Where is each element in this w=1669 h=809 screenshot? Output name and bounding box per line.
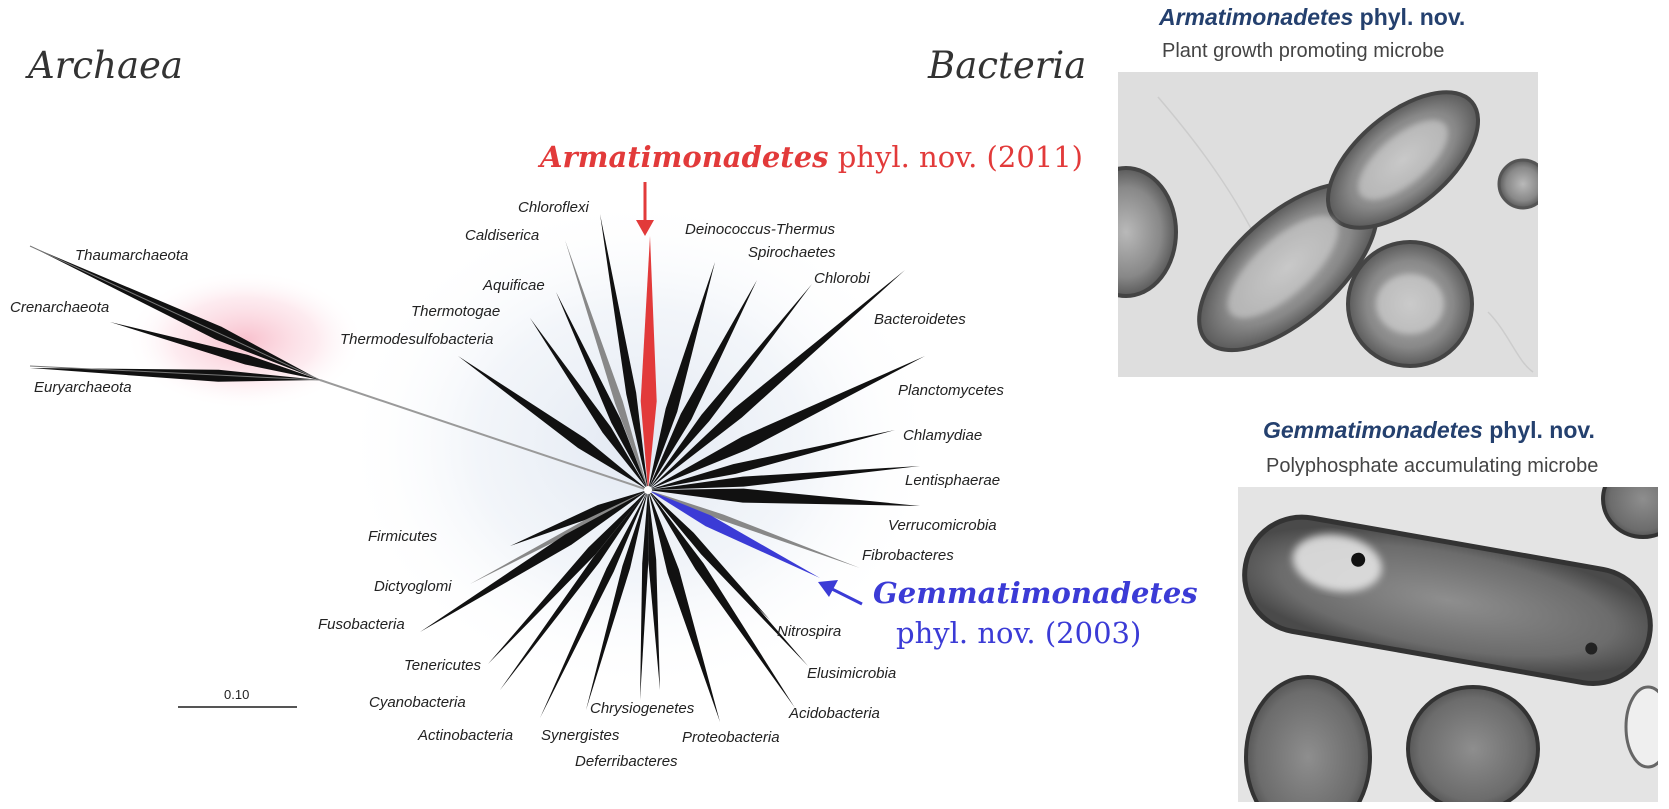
gemmatimonadetes-micrograph bbox=[1238, 487, 1658, 802]
branch-firmicutes bbox=[510, 490, 648, 546]
branch-thermotogae bbox=[530, 318, 648, 490]
phylum-dictyoglomi: Dictyoglomi bbox=[374, 578, 452, 595]
branch-nitrospira bbox=[648, 490, 770, 620]
phylum-planctomycetes: Planctomycetes bbox=[898, 382, 1004, 399]
branch-dictyoglomi bbox=[470, 490, 648, 584]
phylum-euryarchaeota: Euryarchaeota bbox=[34, 379, 132, 396]
dividing-cell bbox=[1197, 90, 1481, 353]
phylum-thaumarchaeota: Thaumarchaeota bbox=[75, 247, 188, 264]
branch-tenericutes bbox=[488, 490, 648, 664]
lower-cell-middle bbox=[1406, 685, 1540, 802]
branch-lentisphaerae bbox=[648, 466, 920, 490]
branch-thermodesulfobacteria bbox=[458, 356, 648, 490]
armatimonadetes-suffix: phyl. nov. (2011) bbox=[837, 140, 1083, 174]
phylum-caldiserica: Caldiserica bbox=[465, 227, 539, 244]
tree-root bbox=[644, 486, 652, 494]
branch-chrysiogenetes bbox=[640, 490, 649, 700]
branch-spirochaetes bbox=[648, 280, 757, 490]
armatimonadetes-name: Armatimonadetes bbox=[540, 140, 829, 174]
branch-deinococcus-thermus bbox=[648, 262, 715, 490]
phylum-deinococcus-thermus: Deinococcus-Thermus bbox=[685, 221, 836, 238]
branch-deferribacteres bbox=[648, 490, 660, 690]
branch-synergistes bbox=[586, 490, 648, 710]
phylum-chrysiogenetes: Chrysiogenetes bbox=[590, 700, 695, 717]
phylum-chlamydiae: Chlamydiae bbox=[903, 427, 982, 444]
armatimonadetes-panel-subtitle: Plant growth promoting microbe bbox=[1162, 40, 1445, 62]
gemmatimonadetes-panel-title: Gemmatimonadetes phyl. nov. bbox=[1263, 417, 1595, 443]
branch-chlorobi bbox=[648, 284, 812, 490]
corner-cell bbox=[1601, 487, 1658, 539]
branch-acidobacteria bbox=[648, 490, 795, 708]
branch-actinobacteria bbox=[540, 490, 648, 718]
branch-aquificae bbox=[556, 292, 648, 490]
blue-arrow-shaft bbox=[829, 586, 863, 606]
phylum-acidobacteria: Acidobacteria bbox=[788, 705, 880, 722]
branch-proteobacteria bbox=[648, 490, 720, 722]
phylum-fibrobacteres: Fibrobacteres bbox=[862, 547, 954, 564]
phylum-crenarchaeota: Crenarchaeota bbox=[10, 299, 109, 316]
phylum-firmicutes: Firmicutes bbox=[368, 528, 438, 545]
phylum-tenericutes: Tenericutes bbox=[404, 657, 481, 674]
branch-planctomycetes bbox=[648, 356, 925, 490]
archaea-domain-title: Archaea bbox=[28, 44, 183, 87]
archaea-inner-2 bbox=[29, 365, 321, 381]
red-arrow-head bbox=[636, 220, 654, 236]
rod-cell bbox=[1242, 514, 1653, 687]
phylum-deferribacteres: Deferribacteres bbox=[575, 753, 678, 770]
armatimonadetes-annotation: Armatimonadetes phyl. nov. (2011) bbox=[540, 140, 1083, 174]
branch-bacteroidetes bbox=[648, 270, 905, 490]
phylum-lentisphaerae: Lentisphaerae bbox=[905, 472, 1000, 489]
branch-gemmatimonadetes bbox=[648, 490, 820, 578]
archaea-stem bbox=[319, 379, 649, 491]
phylum-fusobacteria: Fusobacteria bbox=[318, 616, 405, 633]
phylum-nitrospira: Nitrospira bbox=[777, 623, 841, 640]
branch-fibrobacteres bbox=[648, 490, 860, 568]
branch-armatimonadetes bbox=[640, 236, 657, 490]
phylum-thermotogae: Thermotogae bbox=[411, 303, 500, 320]
phylum-actinobacteria: Actinobacteria bbox=[417, 727, 513, 744]
branch-caldiserica bbox=[565, 240, 648, 490]
branch-verrucomicrobia bbox=[648, 488, 920, 506]
phylum-thermodesulfobacteria: Thermodesulfobacteria bbox=[340, 331, 493, 348]
branch-chloroflexi bbox=[600, 214, 648, 490]
edge-cell-right bbox=[1624, 685, 1658, 769]
phylum-chlorobi: Chlorobi bbox=[814, 270, 871, 287]
phylum-bacteroidetes: Bacteroidetes bbox=[874, 311, 966, 328]
branch-fusobacteria bbox=[420, 490, 648, 632]
bacteria-domain-title: Bacteria bbox=[928, 44, 1087, 87]
branch-chlamydiae bbox=[648, 430, 895, 490]
gemmatimonadetes-name: Gemmatimonadetes bbox=[873, 576, 1198, 610]
phylum-verrucomicrobia: Verrucomicrobia bbox=[888, 517, 997, 534]
lower-cell-left bbox=[1244, 675, 1372, 802]
armatimonadetes-panel-title: Armatimonadetes phyl. nov. bbox=[1159, 4, 1466, 30]
gemmatimonadetes-suffix: phyl. nov. (2003) bbox=[896, 616, 1142, 650]
phylum-proteobacteria: Proteobacteria bbox=[682, 729, 780, 746]
tree-wedges bbox=[29, 214, 925, 722]
phylum-spirochaetes: Spirochaetes bbox=[748, 244, 836, 261]
scale-label: 0.10 bbox=[224, 687, 249, 702]
small-cell bbox=[1497, 158, 1538, 210]
armatimonadetes-micrograph bbox=[1118, 72, 1538, 377]
branch-cyanobacteria bbox=[500, 490, 648, 690]
phylum-cyanobacteria: Cyanobacteria bbox=[369, 694, 466, 711]
edge-cell-left bbox=[1118, 166, 1178, 298]
phylum-chloroflexi: Chloroflexi bbox=[518, 199, 590, 216]
branch-crenarchaeota bbox=[110, 322, 320, 380]
blue-arrow-head bbox=[818, 580, 838, 597]
phylum-aquificae: Aquificae bbox=[482, 277, 545, 294]
archaea-inner-1 bbox=[29, 245, 321, 381]
phylum-synergistes: Synergistes bbox=[541, 727, 620, 744]
gemmatimonadetes-panel-subtitle: Polyphosphate accumulating microbe bbox=[1266, 455, 1599, 477]
branch-euryarchaeota bbox=[30, 368, 320, 382]
phylum-elusimicrobia: Elusimicrobia bbox=[807, 665, 896, 682]
